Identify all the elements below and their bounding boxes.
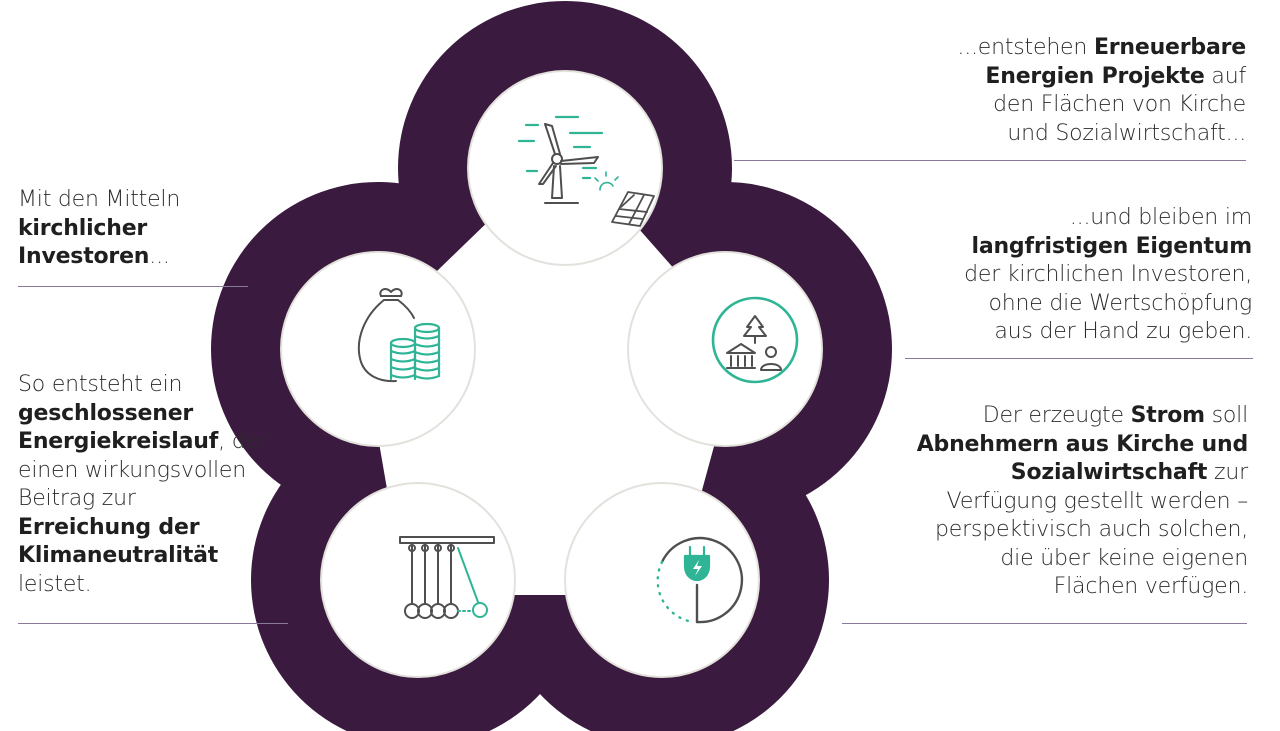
newtons-cradle-icon bbox=[399, 536, 495, 619]
divider-top-right bbox=[734, 160, 1246, 161]
text-bold-run: Klimaneutralität bbox=[18, 543, 219, 568]
text-run: Verfügung gestellt werden – bbox=[946, 488, 1249, 514]
text-run: ...entstehen bbox=[957, 35, 1094, 60]
text-run: einen wirkungsvollen bbox=[18, 457, 247, 483]
text-run: ohne die Wertschöpfung bbox=[988, 290, 1252, 316]
text-run: den Flächen von Kirche bbox=[993, 92, 1246, 117]
text-run: ... bbox=[149, 244, 170, 269]
text-run: leistet. bbox=[18, 571, 92, 597]
text-run: der kirchlichen Investoren, bbox=[964, 262, 1252, 287]
text-bold-run: Abnehmern aus Kirche und bbox=[916, 431, 1248, 457]
text-run: ...und bleiben im bbox=[1069, 205, 1252, 230]
circle-top bbox=[467, 70, 663, 266]
text-run: Mit den Mitteln bbox=[18, 187, 181, 212]
divider-mid-right bbox=[905, 358, 1253, 359]
circle-upper-left bbox=[280, 251, 476, 447]
divider-bottom-left bbox=[18, 623, 288, 624]
text-run: auf bbox=[1204, 63, 1246, 89]
text-bold-run: Investoren bbox=[18, 244, 150, 269]
power-plug-icon bbox=[656, 536, 744, 624]
text-bold-run: langfristigen Eigentum bbox=[971, 233, 1252, 259]
divider-top-left bbox=[18, 286, 248, 287]
text-bold-run: Energiekreislauf bbox=[18, 429, 219, 454]
text-run: Der erzeugte bbox=[982, 403, 1131, 428]
text-run: , der bbox=[218, 429, 268, 454]
money-bag-coins-icon bbox=[357, 288, 441, 383]
text-bold-run: Sozialwirtschaft bbox=[1010, 460, 1208, 485]
circle-lower-left bbox=[320, 482, 516, 678]
text-mid-right: ...und bleiben im langfristigen Eigentum d… bbox=[964, 204, 1252, 347]
text-bold-run: Erneuerbare bbox=[1093, 35, 1246, 60]
text-run: Flächen verfügen. bbox=[1053, 574, 1249, 599]
text-run: perspektivisch auch solchen, bbox=[934, 517, 1248, 542]
wind-turbine-solar-icon bbox=[517, 115, 655, 227]
text-bold-run: kirchlicher bbox=[18, 215, 148, 241]
text-run: soll bbox=[1204, 403, 1249, 428]
text-run: und Sozialwirtschaft... bbox=[1007, 120, 1246, 146]
icon-circles bbox=[280, 70, 823, 678]
text-run: So entsteht ein bbox=[18, 372, 183, 397]
text-bold-run: Energien Projekte bbox=[985, 63, 1205, 89]
text-bold-run: Strom bbox=[1130, 403, 1205, 428]
text-run: Beitrag zur bbox=[18, 486, 136, 511]
text-run: aus der Hand zu geben. bbox=[994, 319, 1252, 344]
text-run: zur bbox=[1207, 460, 1248, 485]
text-bold-run: Erreichung der bbox=[18, 514, 200, 540]
ownership-bank-tree-person-icon bbox=[711, 296, 799, 384]
divider-bottom-right bbox=[842, 623, 1247, 624]
text-bold-run: geschlossener bbox=[18, 400, 194, 426]
circle-upper-right bbox=[627, 251, 823, 447]
circle-lower-right bbox=[564, 482, 760, 678]
text-run: die über keine eigenen bbox=[1000, 545, 1248, 571]
